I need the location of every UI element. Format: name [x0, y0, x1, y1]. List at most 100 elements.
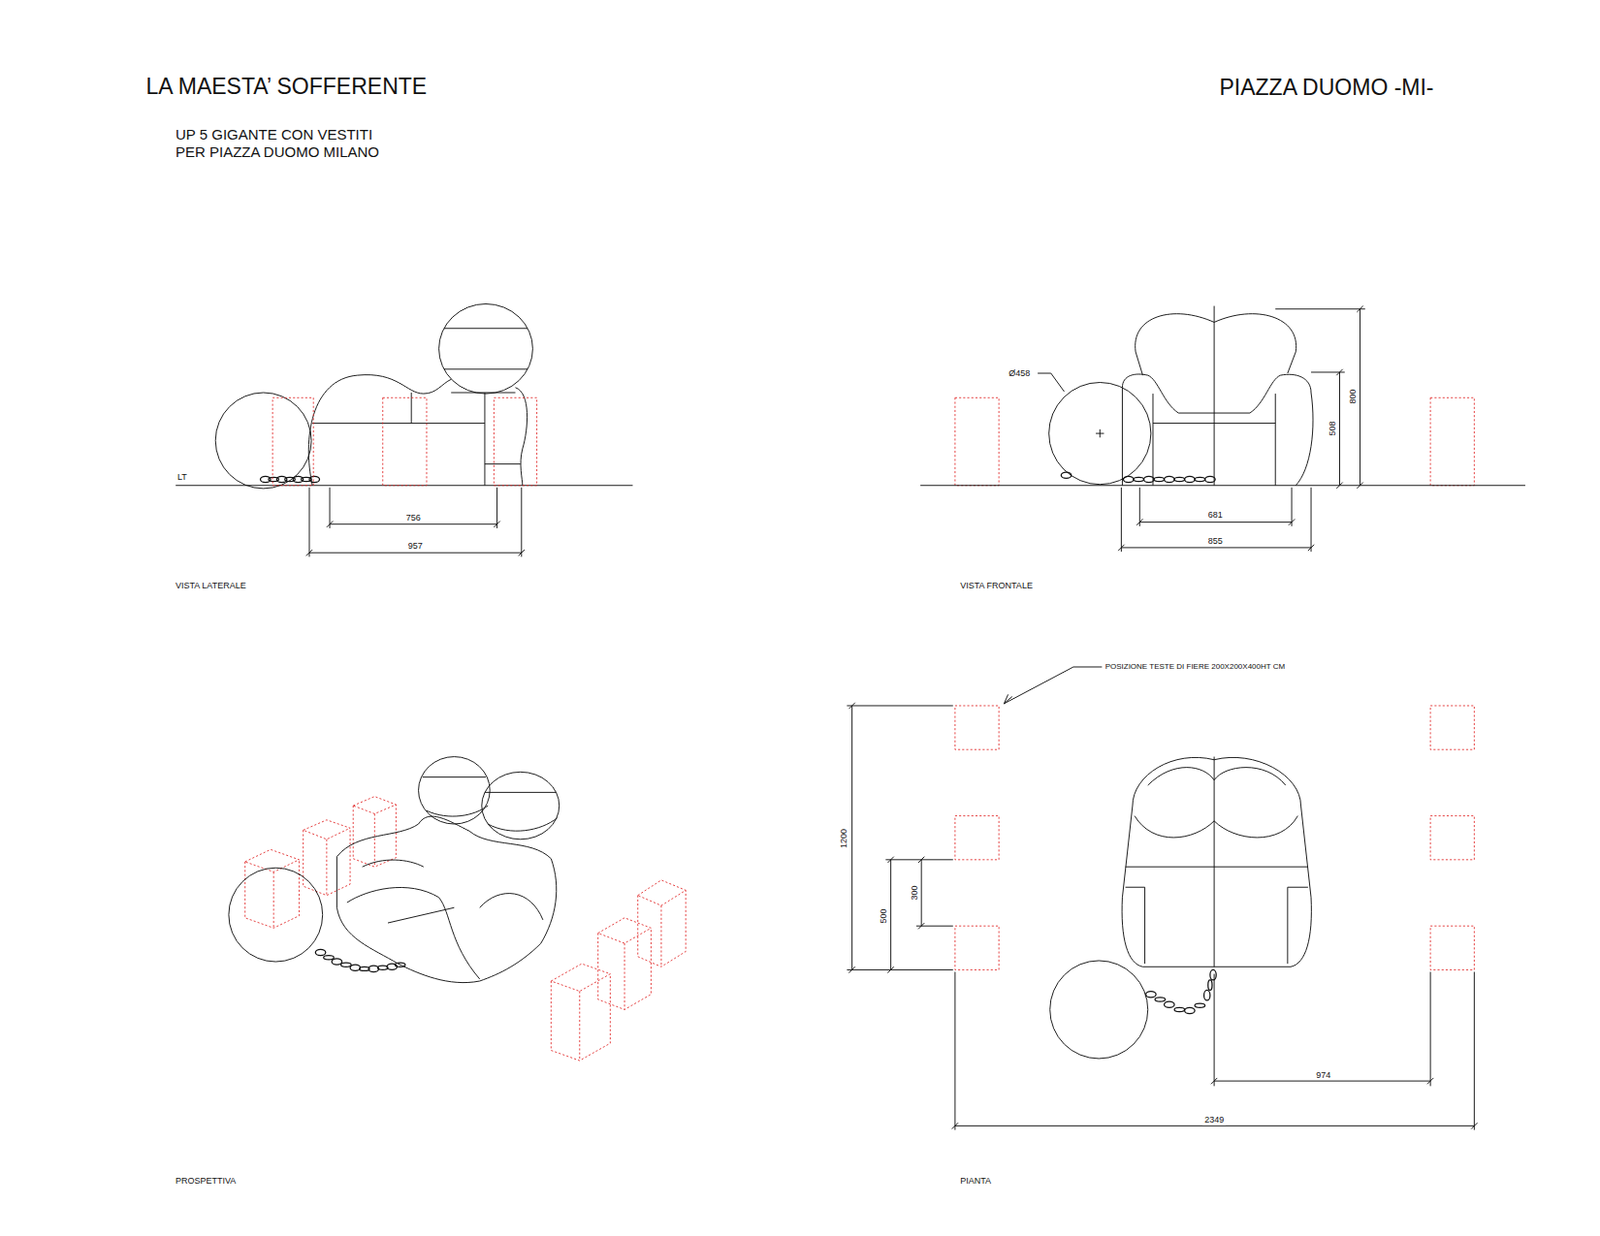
front-view — [1356, 482, 1363, 489]
view-caption: VISTA FRONTALE — [960, 580, 1033, 591]
plan-view — [846, 704, 953, 706]
front-view — [1060, 472, 1216, 483]
pedestal-outline — [955, 926, 999, 970]
plan-view — [1134, 816, 1298, 838]
side-view — [520, 487, 522, 558]
plan-view — [1154, 997, 1166, 1002]
side-view — [215, 392, 312, 489]
side-view — [306, 549, 313, 556]
front-view — [1099, 429, 1101, 438]
plan-view — [1214, 757, 1216, 968]
perspective-view — [336, 816, 556, 984]
plan-view — [890, 860, 892, 971]
pedestal-outline — [955, 705, 999, 750]
side-view — [312, 422, 485, 424]
side-view — [308, 487, 310, 558]
plan-view — [1121, 757, 1312, 967]
perspective-view — [315, 949, 406, 972]
plan-view — [1164, 1001, 1176, 1008]
perspective-view — [418, 757, 491, 825]
front-view — [1205, 476, 1216, 482]
dimension-value: 974 — [1313, 1070, 1333, 1081]
plan-view — [1204, 990, 1211, 1001]
plan-view — [1471, 1122, 1477, 1129]
perspective-view — [323, 956, 335, 960]
ground-line-tag: LT — [175, 472, 190, 482]
side-view — [411, 392, 413, 424]
front-view — [1311, 487, 1312, 552]
dimension-value: 500 — [878, 906, 889, 926]
plan-view — [1194, 1003, 1206, 1008]
perspective-view — [341, 962, 352, 967]
perspective-view — [228, 757, 560, 984]
pedestal-outline — [550, 963, 610, 1061]
front-view — [1336, 482, 1343, 489]
plan-view — [1184, 1007, 1196, 1014]
pedestal-outline — [1430, 816, 1474, 861]
front-view — [1152, 393, 1153, 486]
plan-view — [1214, 1081, 1431, 1083]
front-view — [1291, 487, 1293, 527]
pedestal-outline — [638, 880, 686, 967]
side-view — [518, 549, 525, 556]
side-view — [483, 392, 485, 486]
front-view — [1214, 306, 1216, 486]
plan-view — [918, 857, 925, 864]
side-view — [514, 387, 527, 486]
front-view — [1133, 477, 1145, 481]
front-view — [1135, 352, 1143, 376]
side-view — [309, 476, 320, 482]
dimension-value: 300 — [909, 883, 920, 902]
drawing-title: LA MAESTA’ SOFFERENTE — [145, 73, 427, 99]
plan-view — [1146, 969, 1217, 1014]
perspective-view — [480, 894, 544, 921]
front-view — [1356, 306, 1363, 313]
front-view — [1120, 487, 1122, 552]
plan-view — [1125, 866, 1309, 868]
front-view — [1139, 487, 1141, 527]
pedestal-outline — [272, 397, 314, 485]
side-view — [439, 303, 534, 394]
plan-view — [1208, 980, 1213, 992]
pedestal-outline — [1430, 926, 1474, 970]
side-view — [309, 552, 522, 554]
front-view — [1136, 518, 1143, 525]
plan-view — [1125, 887, 1146, 964]
side-view — [308, 375, 451, 486]
plan-view — [851, 705, 853, 970]
front-view — [1144, 476, 1155, 482]
plan-view — [921, 860, 923, 927]
front-view — [1184, 476, 1196, 482]
dimension-value: 855 — [1206, 536, 1225, 546]
side-view — [175, 303, 633, 557]
front-view — [1336, 369, 1343, 376]
dimension-value: 508 — [1327, 418, 1338, 438]
perspective-view — [394, 962, 406, 967]
plan-view — [846, 969, 953, 971]
pedestal-outline — [493, 397, 537, 485]
pedestal-outline — [598, 918, 652, 1011]
plan-view — [1174, 1007, 1185, 1012]
side-view — [329, 523, 498, 525]
front-view — [1174, 477, 1185, 481]
perspective-view — [347, 887, 480, 979]
pedestal-outline — [955, 397, 999, 485]
plan-view — [848, 703, 855, 709]
pedestal-outline — [1430, 705, 1474, 750]
plan-view — [1430, 972, 1432, 1088]
plan-view — [955, 1125, 1474, 1127]
front-view — [1194, 477, 1206, 481]
plan-view — [1003, 667, 1102, 704]
plan-view — [1050, 960, 1149, 1059]
perspective-view — [484, 792, 557, 794]
plan-view — [952, 1122, 959, 1129]
perspective-view — [422, 776, 486, 778]
plan-view — [848, 966, 855, 973]
plan-view — [1003, 694, 1012, 704]
plan-view — [954, 972, 956, 1131]
perspective-view — [228, 867, 323, 962]
plan-view — [918, 923, 925, 929]
perspective-view — [487, 818, 558, 832]
pedestal-outline — [1430, 397, 1474, 485]
